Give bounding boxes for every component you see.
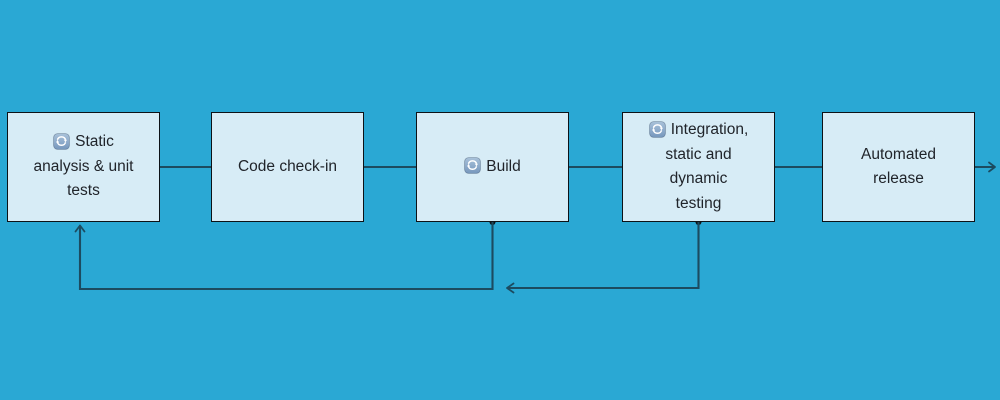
- node-label: Code check-in: [237, 157, 338, 175]
- feedback-build-to-static: [74, 219, 496, 291]
- arrowhead-up-icon: [74, 224, 86, 233]
- node-content: Code check-in: [234, 155, 341, 180]
- repeat-icon: [648, 120, 666, 138]
- feedback-line-build: [78, 222, 494, 291]
- arrowhead-right-icon: [988, 161, 996, 173]
- node-integration-static-dynamic-testing: Integration, static and dynamic testing: [622, 112, 775, 222]
- arrowhead-left-icon: [506, 282, 515, 294]
- feedback-integration-left: [506, 219, 702, 294]
- node-code-check-in: Code check-in: [211, 112, 364, 222]
- node-content: Automated release: [857, 143, 940, 192]
- node-content: Integration, static and dynamic testing: [645, 118, 753, 216]
- repeat-icon: [464, 157, 482, 175]
- node-build: Build: [416, 112, 569, 222]
- node-content: Static analysis & unit tests: [30, 130, 138, 204]
- repeat-icon: [53, 132, 70, 150]
- node-label: Integration, static and dynamic testing: [665, 121, 749, 212]
- node-label: Build: [486, 157, 521, 175]
- node-automated-release: Automated release: [822, 112, 975, 222]
- node-content: Build: [460, 155, 524, 180]
- node-label: Automated release: [861, 145, 936, 188]
- node-label: Static analysis & unit tests: [33, 133, 134, 200]
- node-static-analysis-unit-tests: Static analysis & unit tests: [7, 112, 160, 222]
- feedback-line-integration: [508, 222, 700, 290]
